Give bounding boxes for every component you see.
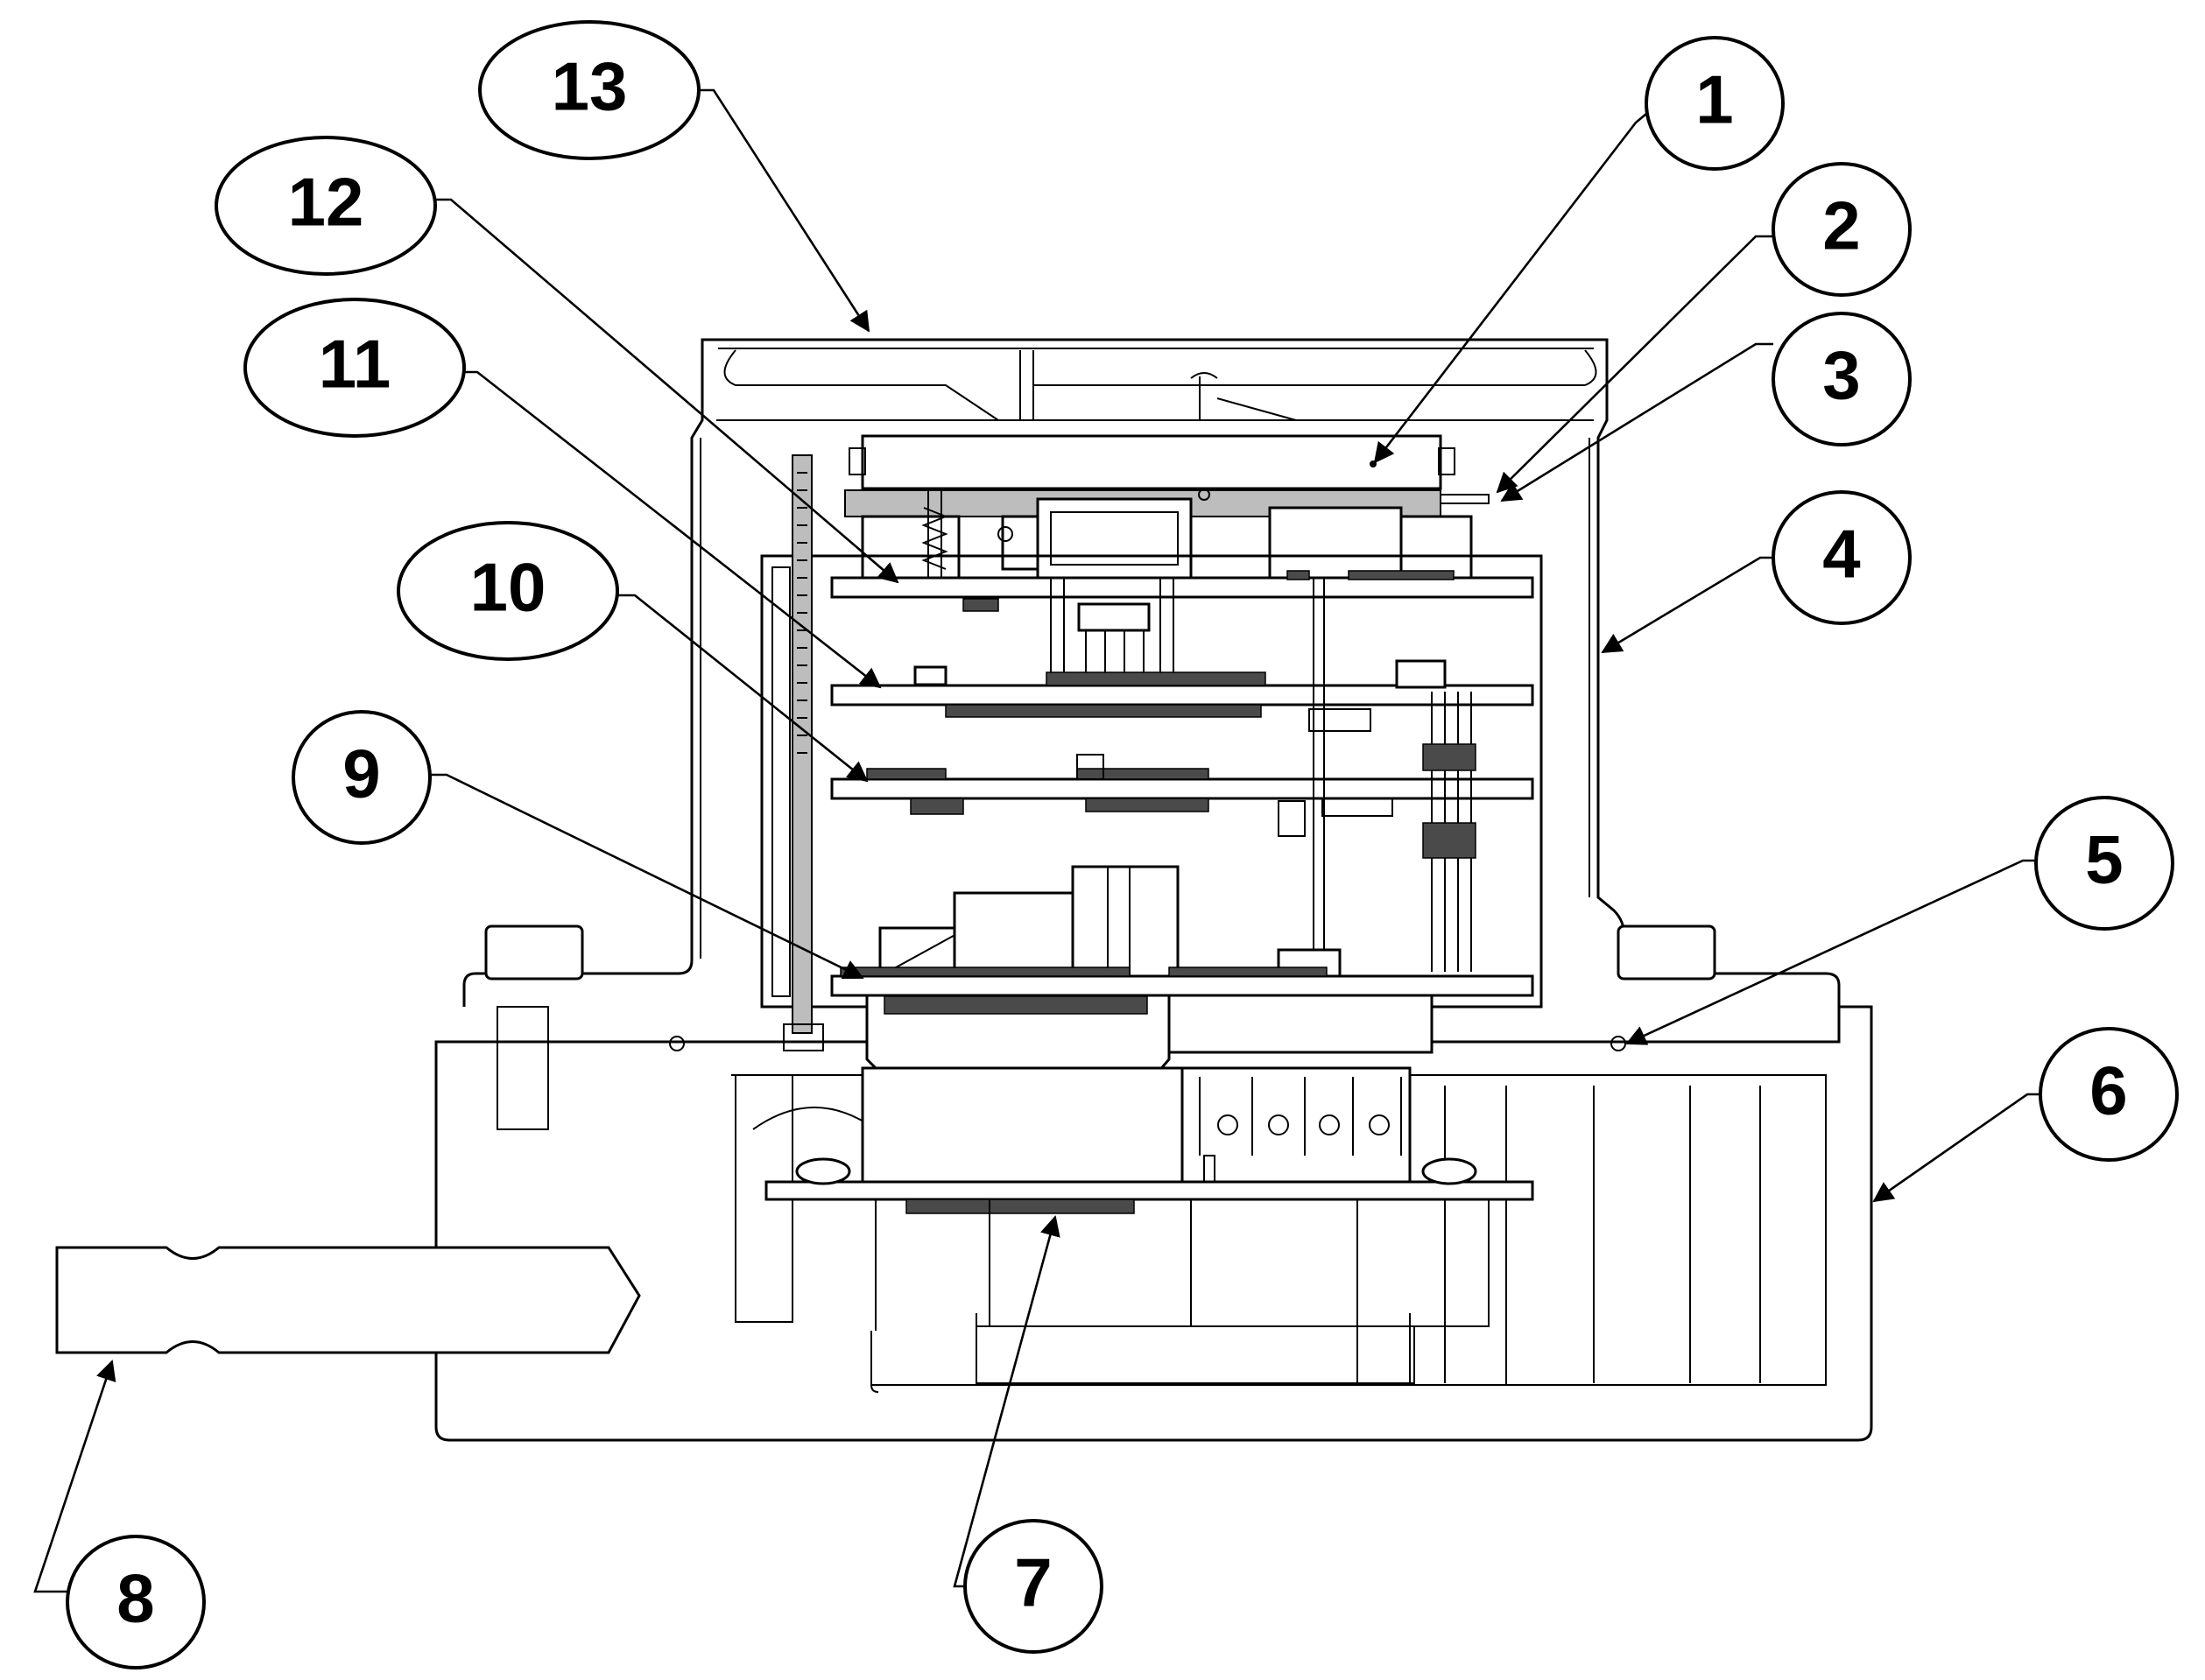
callout-label: 4 (1822, 516, 1860, 593)
center-connector (764, 994, 1534, 1384)
callout-1: 1 (1645, 36, 1785, 171)
callout-2: 2 (1772, 162, 1912, 297)
callout-9: 9 (292, 710, 432, 845)
callout-label: 2 (1822, 187, 1860, 264)
callout-label: 11 (319, 326, 391, 403)
callout-11: 11 (243, 298, 466, 438)
callout-8: 8 (66, 1535, 206, 1669)
mechanical-drawing (55, 338, 1873, 1442)
locating-pin (55, 1246, 641, 1354)
callout-label: 10 (470, 549, 546, 626)
callout-6: 6 (2039, 1027, 2179, 1162)
callout-3: 3 (1772, 312, 1912, 446)
callout-13: 13 (478, 20, 701, 160)
callout-label: 13 (552, 48, 628, 125)
callout-label: 12 (288, 164, 364, 241)
callout-12: 12 (215, 136, 437, 276)
callout-label: 7 (1014, 1544, 1052, 1621)
cover-plate (849, 434, 1490, 504)
callout-label: 6 (2089, 1052, 2127, 1129)
upper-housing (462, 338, 1841, 1130)
callout-5: 5 (2034, 796, 2174, 931)
callout-label: 3 (1822, 337, 1860, 414)
callout-10: 10 (397, 521, 619, 661)
callout-label: 5 (2085, 821, 2123, 898)
spring-assembly (844, 489, 1473, 580)
callout-4: 4 (1772, 490, 1912, 625)
callout-label: 8 (116, 1560, 154, 1637)
callout-label: 1 (1695, 61, 1733, 138)
callout-7: 7 (963, 1519, 1103, 1654)
callout-label: 9 (342, 735, 380, 812)
